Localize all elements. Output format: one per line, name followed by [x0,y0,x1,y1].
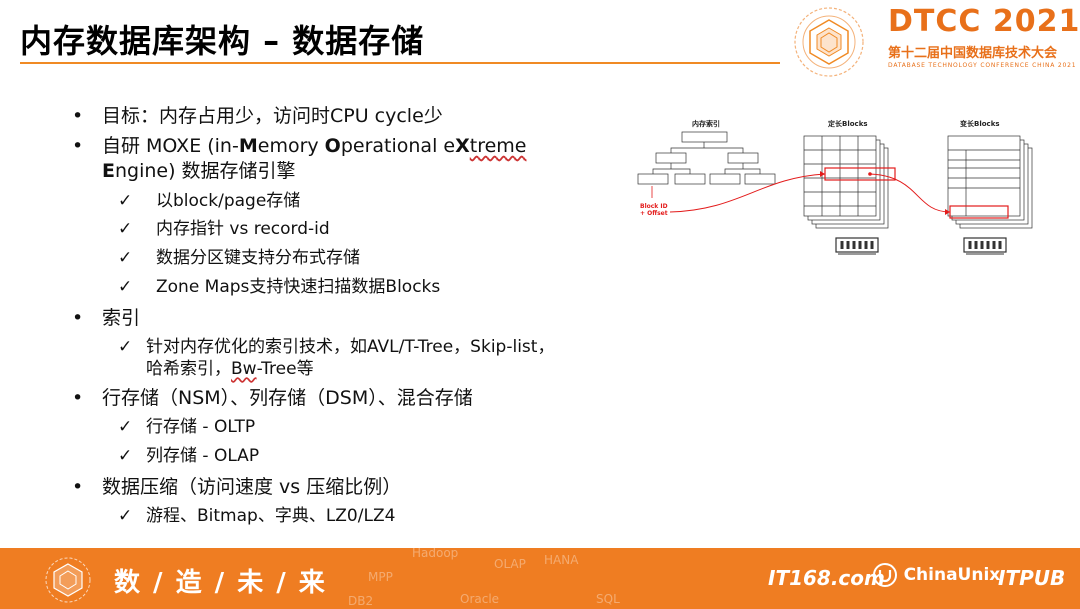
footer-slogan: 数 / 造 / 未 / 来 [114,568,327,598]
text-run: 自研 MOXE (in- [102,135,239,157]
dtcc-logo-year: 2021 [992,4,1080,39]
index-edges [652,142,761,174]
variable-block-grid [948,149,1020,216]
footer-watermark: OLAP [494,557,526,571]
sub-bullet-text: 行存储 - OLTP [146,417,256,437]
dtcc-logo-text: DTCC 2021 [888,4,1080,39]
footer-badge-icon [45,557,91,603]
sub-bullet-text: Zone Maps支持快速扫描数据Blocks [156,277,441,297]
text-run-bold: X [455,135,470,157]
footer-watermark: Hadoop [412,548,459,560]
footer-watermark: Oracle [460,592,500,606]
bullet-text: Engine) 数据存储引擎 [102,159,296,183]
footer-watermark: HANA [544,553,579,567]
pointer-arrow-to-variable [869,173,951,213]
index-node [727,152,759,164]
bullet-dot: • [72,105,84,127]
text-run: Bw [231,359,257,379]
check-icon: ✓ [118,248,133,268]
diagram-label-fixed: 定长Blocks [828,119,868,128]
memory-chip-icon [963,237,1007,255]
check-icon: ✓ [118,506,133,526]
bullet-dot: • [72,307,84,329]
pointer-label: Block ID [640,203,668,210]
sub-bullet-text: 游程、Bitmap、字典、LZ0/LZ4 [146,506,396,526]
fixed-blocks [803,135,889,229]
sponsor-name: ChinaUnix [903,565,1001,585]
bullet-dot: • [72,476,84,498]
check-icon: ✓ [118,191,133,211]
index-leaf [709,173,741,185]
footer-watermark: SQL [596,592,620,606]
pointer-origin-dot [868,172,872,176]
text-run: -Tree等 [256,359,314,379]
text-run: emory [257,135,325,157]
footer-bar: Hadoop OLAP HANA MPP DB2 Oracle SQL 数 / … [0,548,1080,609]
check-icon: ✓ [118,337,133,357]
check-icon: ✓ [118,446,133,466]
dtcc-badge-icon [794,7,864,77]
slide-title: 内存数据库架构 – 数据存储 [20,22,425,60]
sponsor-logo-itpub: ITPUB [998,566,1066,590]
arrowhead-icon [820,171,825,177]
bullet-text: 目标：内存占用少，访问时CPU cycle少 [102,105,443,127]
text-run: ngine) 数据存储引擎 [114,160,296,182]
index-leaf [637,173,669,185]
sponsor-logo-chinaunix: ChinaUnix [872,562,1000,588]
sub-bullet-text: 列存储 - OLAP [146,446,260,466]
index-tree [637,131,776,185]
index-leaf [744,173,776,185]
text-run-bold: E [102,160,115,182]
sub-bullet-text: 针对内存优化的索引技术，如AVL/T-Tree，Skip-list， [146,337,555,357]
logo-subtitle-cn: 第十二届中国数据库技术大会 [888,46,1058,61]
dtcc-logo-main: DTCC [888,4,982,39]
bullet-dot: • [72,387,84,409]
sub-bullet-text: 以block/page存储 [156,191,301,211]
fixed-block-grid [804,136,876,216]
logo-subtitle-en: DATABASE TECHNOLOGY CONFERENCE CHINA 202… [888,62,1077,69]
sponsor-logo-it168: IT168.com [768,566,885,590]
index-node-root [681,131,728,143]
title-divider [20,62,780,64]
arrowhead-icon [945,209,950,215]
memory-chip-icon [835,237,879,255]
index-node [655,152,687,164]
storage-diagram: 内存索引 定长Blocks 变长Blocks Block ID + Offset [637,119,1033,255]
bullet-dot: • [72,135,84,157]
diagram-label-variable: 变长Blocks [960,119,1000,128]
pointer-arrow-to-fixed [669,173,826,213]
chinaunix-icon [873,563,897,587]
text-run: 哈希索引， [146,359,231,379]
footer-watermark: DB2 [348,594,374,608]
sub-bullet-text: 数据分区键支持分布式存储 [156,248,360,268]
sub-bullet-cont: 哈希索引，Bw-Tree等 [146,358,314,380]
sub-bullet-text: 内存指针 vs record-id [156,219,330,239]
text-run: perational e [340,135,456,157]
text-run-bold: M [238,135,258,157]
footer-watermark: MPP [368,570,393,584]
bullet-text: 行存储（NSM）、列存储（DSM）、混合存储 [102,387,473,409]
bullet-text: 自研 MOXE (in-Memory Operational eXtreme [102,134,526,158]
text-run-bold: O [324,135,341,157]
variable-blocks [947,135,1033,229]
diagram-label-index: 内存索引 [692,119,720,128]
bullet-text: 数据压缩（访问速度 vs 压缩比例） [102,476,402,498]
text-run: treme [469,135,527,157]
variable-block [947,135,1021,217]
check-icon: ✓ [118,219,133,239]
index-leaf [674,173,706,185]
bullet-text: 索引 [102,307,141,329]
check-icon: ✓ [118,277,133,297]
pointer-label: + Offset [640,210,668,217]
check-icon: ✓ [118,417,133,437]
